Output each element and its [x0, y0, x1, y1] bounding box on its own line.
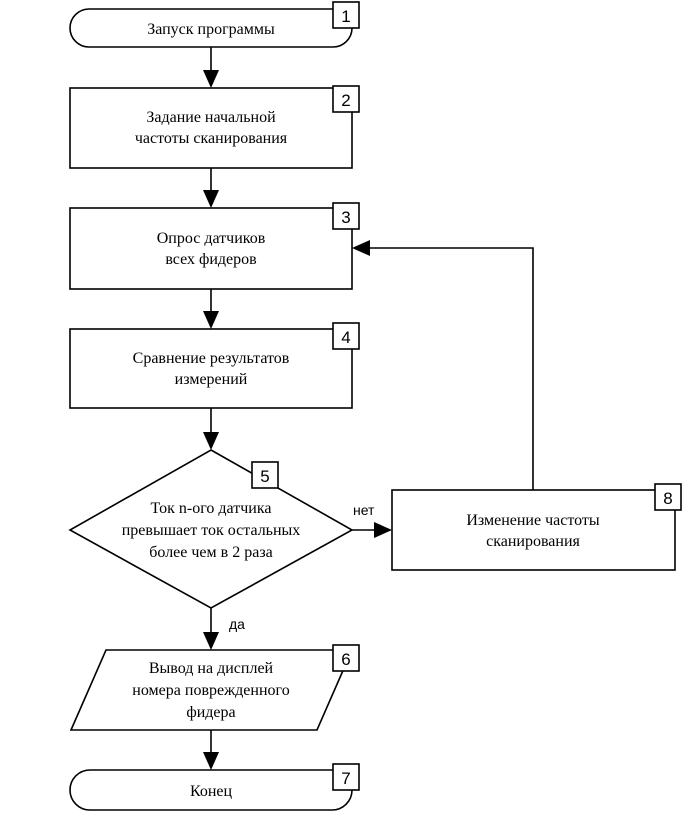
node-compare-line-2: измерений — [175, 371, 248, 388]
step-number: 6 — [341, 650, 350, 669]
node-output-line-3: фидера — [186, 704, 235, 721]
node-output: Вывод на дисплей номера поврежденного фи… — [69, 644, 360, 731]
step-number-box — [654, 483, 682, 511]
decision-diamond — [68, 449, 354, 609]
edge-label-no: нет — [353, 502, 375, 518]
node-start-label: Запуск программы — [147, 21, 275, 38]
step-number: 4 — [341, 328, 350, 347]
node-output-line-1: Вывод на дисплей — [149, 660, 274, 677]
node-end-label: Конец — [190, 783, 233, 800]
step-number: 1 — [341, 7, 350, 26]
process-box — [69, 328, 353, 409]
node-start: Запуск программы 1 — [69, 1, 360, 48]
step-number-box — [332, 1, 360, 29]
node-init-line-1: Задание начальной — [146, 109, 276, 126]
process-box — [391, 489, 676, 571]
arrowhead-change — [374, 522, 392, 538]
node-end: Конец 7 — [69, 763, 360, 811]
edge-label-yes: да — [229, 616, 245, 632]
node-check-line-3: более чем в 2 раза — [149, 544, 272, 561]
step-number-box — [251, 461, 279, 489]
step-number-box — [332, 85, 360, 113]
step-number: 3 — [341, 208, 350, 227]
node-check-line-1: Ток n-ого датчика — [151, 500, 272, 517]
node-poll: Опрос датчиков всех фидеров 3 — [69, 202, 360, 290]
step-number-box — [332, 202, 360, 230]
step-number: 2 — [341, 91, 350, 110]
arrowhead-loop — [352, 240, 370, 256]
edge-change-to-poll — [370, 247, 534, 490]
node-output-line-2: номера поврежденного — [132, 682, 289, 699]
node-poll-line-1: Опрос датчиков — [157, 230, 266, 247]
arrowhead-end — [203, 752, 219, 770]
step-number-box — [332, 763, 360, 791]
arrowhead-poll — [203, 190, 219, 208]
step-number: 8 — [663, 489, 672, 508]
step-number: 5 — [260, 467, 269, 486]
node-change-line-1: Изменение частоты — [466, 512, 600, 529]
step-number-box — [332, 644, 360, 672]
step-number-box — [332, 322, 360, 350]
arrowhead-init — [203, 70, 219, 88]
step-number: 7 — [341, 769, 350, 788]
node-compare-line-1: Сравнение результатов — [133, 350, 290, 367]
node-compare: Сравнение результатов измерений 4 — [69, 322, 360, 409]
node-init-line-2: частоты сканирования — [135, 130, 288, 147]
io-parallelogram — [69, 649, 354, 731]
node-check: Ток n-ого датчика превышает ток остальны… — [68, 449, 354, 609]
edges — [203, 47, 534, 770]
process-box — [69, 87, 353, 169]
process-box — [69, 207, 353, 290]
node-init: Задание начальной частоты сканирования 2 — [69, 85, 360, 169]
node-poll-line-2: всех фидеров — [165, 251, 257, 268]
arrowhead-output — [203, 632, 219, 650]
arrowhead-check — [203, 432, 219, 450]
node-check-line-2: превышает ток остальных — [122, 522, 301, 539]
node-change: Изменение частоты сканирования 8 — [391, 483, 682, 571]
node-change-line-2: сканирования — [486, 533, 580, 550]
arrowhead-compare — [203, 311, 219, 329]
